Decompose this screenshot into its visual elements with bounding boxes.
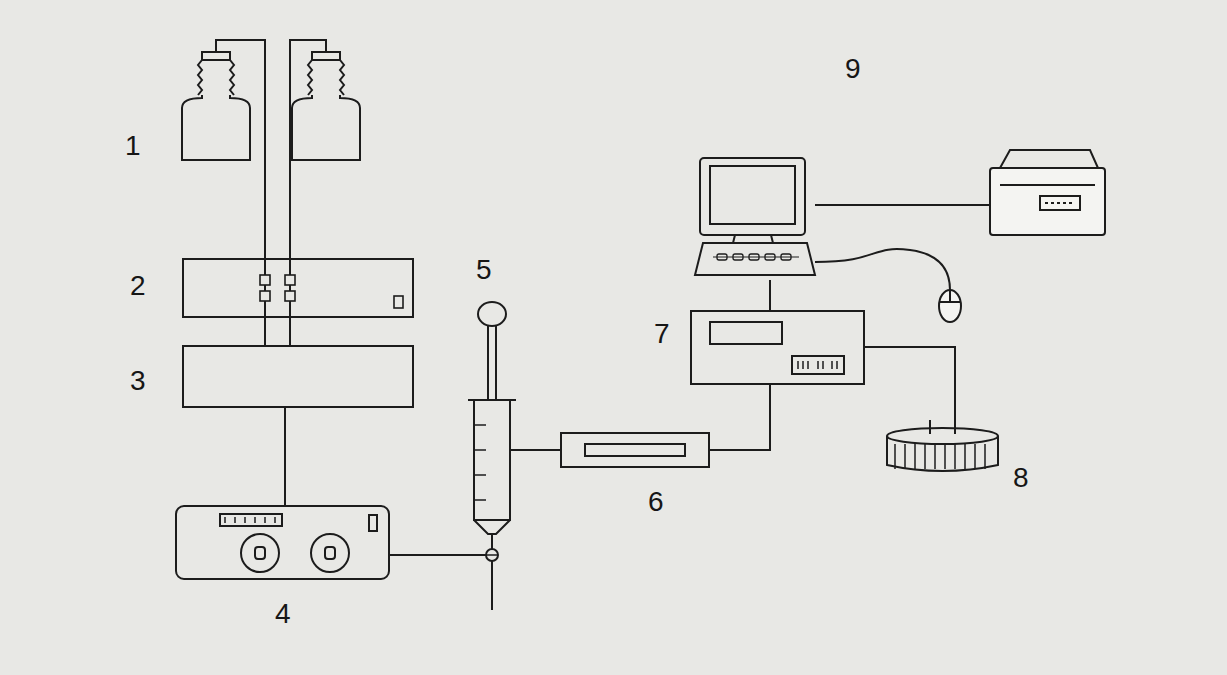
potentiostat-box: 7 (690, 310, 865, 385)
tubing (290, 40, 326, 258)
electrode-block: 8 (885, 420, 1000, 475)
tube-or-cable (264, 318, 266, 345)
syringe-outline (462, 300, 522, 610)
callout-number: 1 (125, 132, 141, 160)
degasser-box: 2 (182, 258, 414, 318)
degasser-box-outline (184, 260, 412, 316)
callout-number: 5 (476, 256, 492, 284)
callout-number: 7 (654, 320, 670, 348)
callout-number: 4 (275, 600, 291, 628)
tube-or-cable (216, 40, 265, 258)
computer: 9 (695, 155, 815, 280)
computer-outline (695, 155, 815, 280)
pump-box-outline (184, 347, 412, 406)
tube-or-cable (769, 280, 771, 310)
mouse (939, 290, 961, 322)
tubing (289, 318, 291, 345)
callout-number: 9 (845, 55, 861, 83)
printer (990, 150, 1105, 235)
electrode-block-outline (885, 420, 1000, 475)
pump-box: 3 (182, 345, 414, 408)
syringe: 5 (462, 300, 522, 610)
printer-cable (815, 204, 990, 206)
tube-or-cable (390, 554, 462, 556)
tube-or-cable (522, 449, 560, 451)
flow-cell-outline (560, 432, 710, 468)
potentiostat-box-outline (692, 312, 863, 383)
callout-number: 2 (130, 272, 146, 300)
controller-unit: 4 (175, 505, 390, 580)
tube-or-cable (865, 347, 955, 420)
flow-cell: 6 (560, 432, 710, 468)
controller-unit-outline (175, 505, 390, 580)
tube-or-cable (284, 408, 286, 505)
solvent-bottle: 1 (180, 52, 252, 162)
callout-number: 3 (130, 367, 146, 395)
tube-or-cable (710, 385, 770, 450)
mouse-cord (815, 249, 950, 290)
callout-number: 8 (1013, 464, 1029, 492)
callout-number: 6 (648, 488, 664, 516)
solvent-bottle-outline (180, 52, 252, 162)
